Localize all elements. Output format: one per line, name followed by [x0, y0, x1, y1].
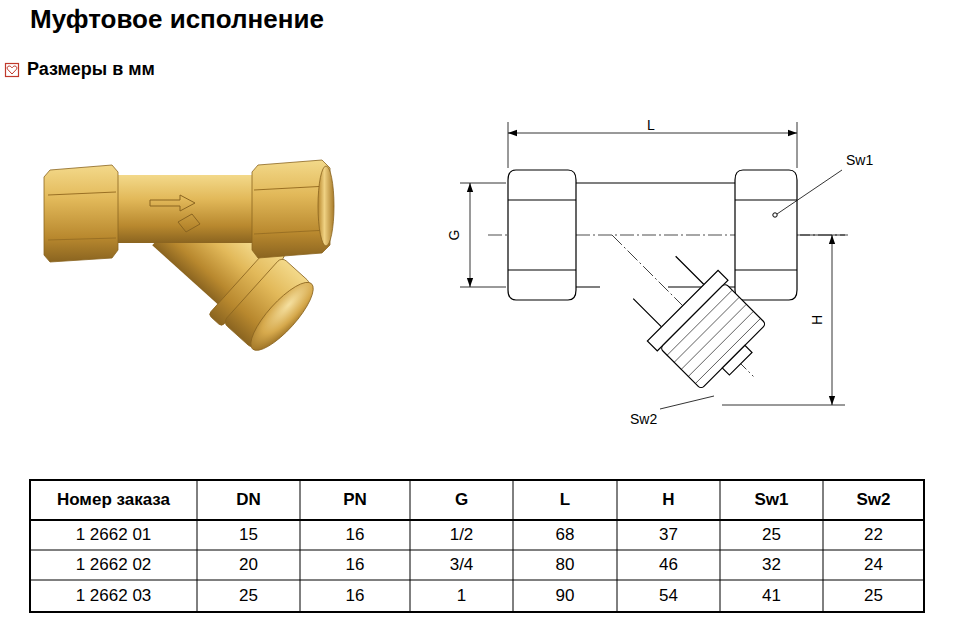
table-cell: 15: [199, 521, 298, 549]
table-cell: 46: [619, 551, 718, 579]
product-photo: [44, 160, 334, 361]
table-header: L: [515, 481, 615, 519]
table-cell: 37: [619, 521, 718, 549]
table-header: H: [619, 481, 718, 519]
table-cell: 1/2: [412, 521, 511, 549]
technical-drawing: [460, 122, 848, 412]
dimension-label: G: [447, 228, 462, 243]
part-label: Sw1: [846, 153, 873, 168]
table-cell: 54: [619, 581, 718, 611]
part-label: Sw2: [630, 412, 657, 427]
table-header: Номер заказа: [32, 481, 195, 519]
table-cell: 16: [302, 521, 408, 549]
subtitle: Размеры в мм: [27, 60, 155, 80]
table-cell: 16: [302, 581, 408, 611]
table-cell: 1 2662 01: [32, 521, 195, 549]
table-header: DN: [199, 481, 298, 519]
table-header: PN: [302, 481, 408, 519]
table-cell: 20: [199, 551, 298, 579]
table-grid: [30, 480, 924, 612]
table-cell: 32: [722, 551, 821, 579]
table-cell: 80: [515, 551, 615, 579]
table-cell: 1 2662 03: [32, 581, 195, 611]
dimension-label: H: [810, 313, 825, 327]
table-cell: 25: [722, 521, 821, 549]
dimension-label: L: [647, 118, 655, 133]
table-cell: 68: [515, 521, 615, 549]
page-title: Муфтовое исполнение: [30, 4, 324, 35]
table-header: Sw1: [722, 481, 821, 519]
table-cell: 16: [302, 551, 408, 579]
table-cell: 22: [825, 521, 922, 549]
table-cell: 24: [825, 551, 922, 579]
bullet-icon: [6, 64, 19, 77]
table-header: G: [412, 481, 511, 519]
table-cell: 1: [412, 581, 511, 611]
table-cell: 3/4: [412, 551, 511, 579]
table-cell: 1 2662 02: [32, 551, 195, 579]
table-cell: 25: [825, 581, 922, 611]
table-cell: 25: [199, 581, 298, 611]
table-header: Sw2: [825, 481, 922, 519]
table-cell: 90: [515, 581, 615, 611]
table-cell: 41: [722, 581, 821, 611]
